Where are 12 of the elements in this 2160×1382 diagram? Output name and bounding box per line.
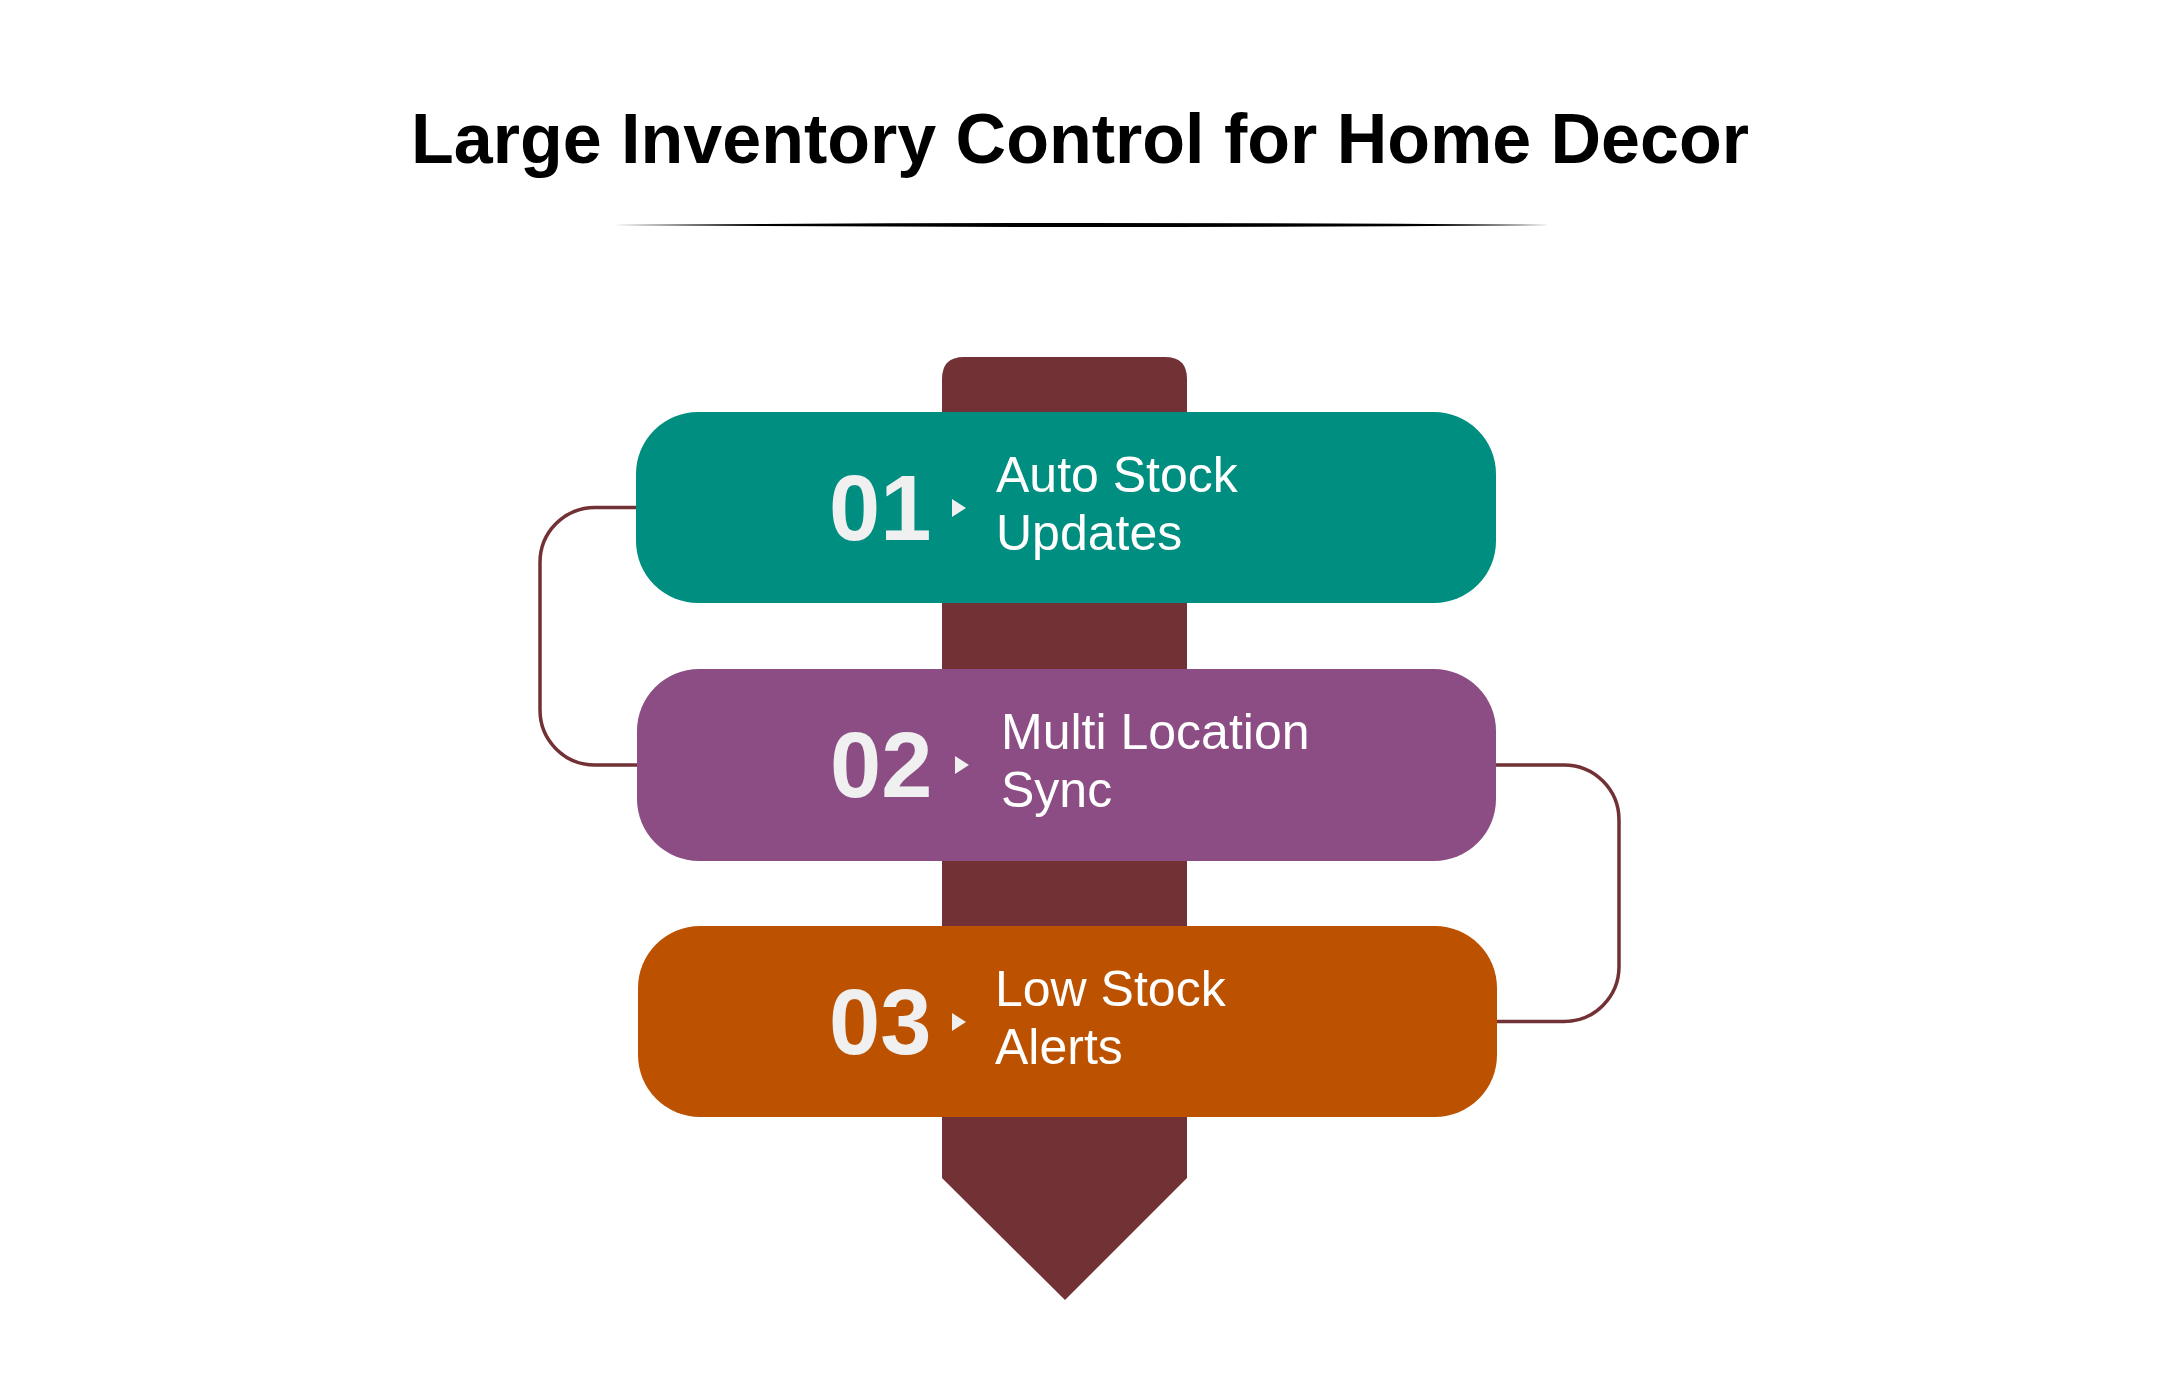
step-label: Multi Location Sync	[1001, 703, 1311, 819]
step-box	[638, 926, 1497, 1117]
step-box	[637, 669, 1496, 861]
step-label: Low Stock Alerts	[995, 959, 1227, 1076]
connector-line	[1496, 763, 1621, 1024]
title: Large Inventory Control for Home Decor	[411, 99, 1749, 180]
connector-line	[538, 505, 637, 767]
step-box	[636, 412, 1496, 603]
step-number: 03	[829, 974, 932, 1069]
step-label: Auto Stock Updates	[996, 445, 1239, 562]
step-number: 02	[830, 718, 933, 812]
step-number: 01	[829, 460, 932, 555]
